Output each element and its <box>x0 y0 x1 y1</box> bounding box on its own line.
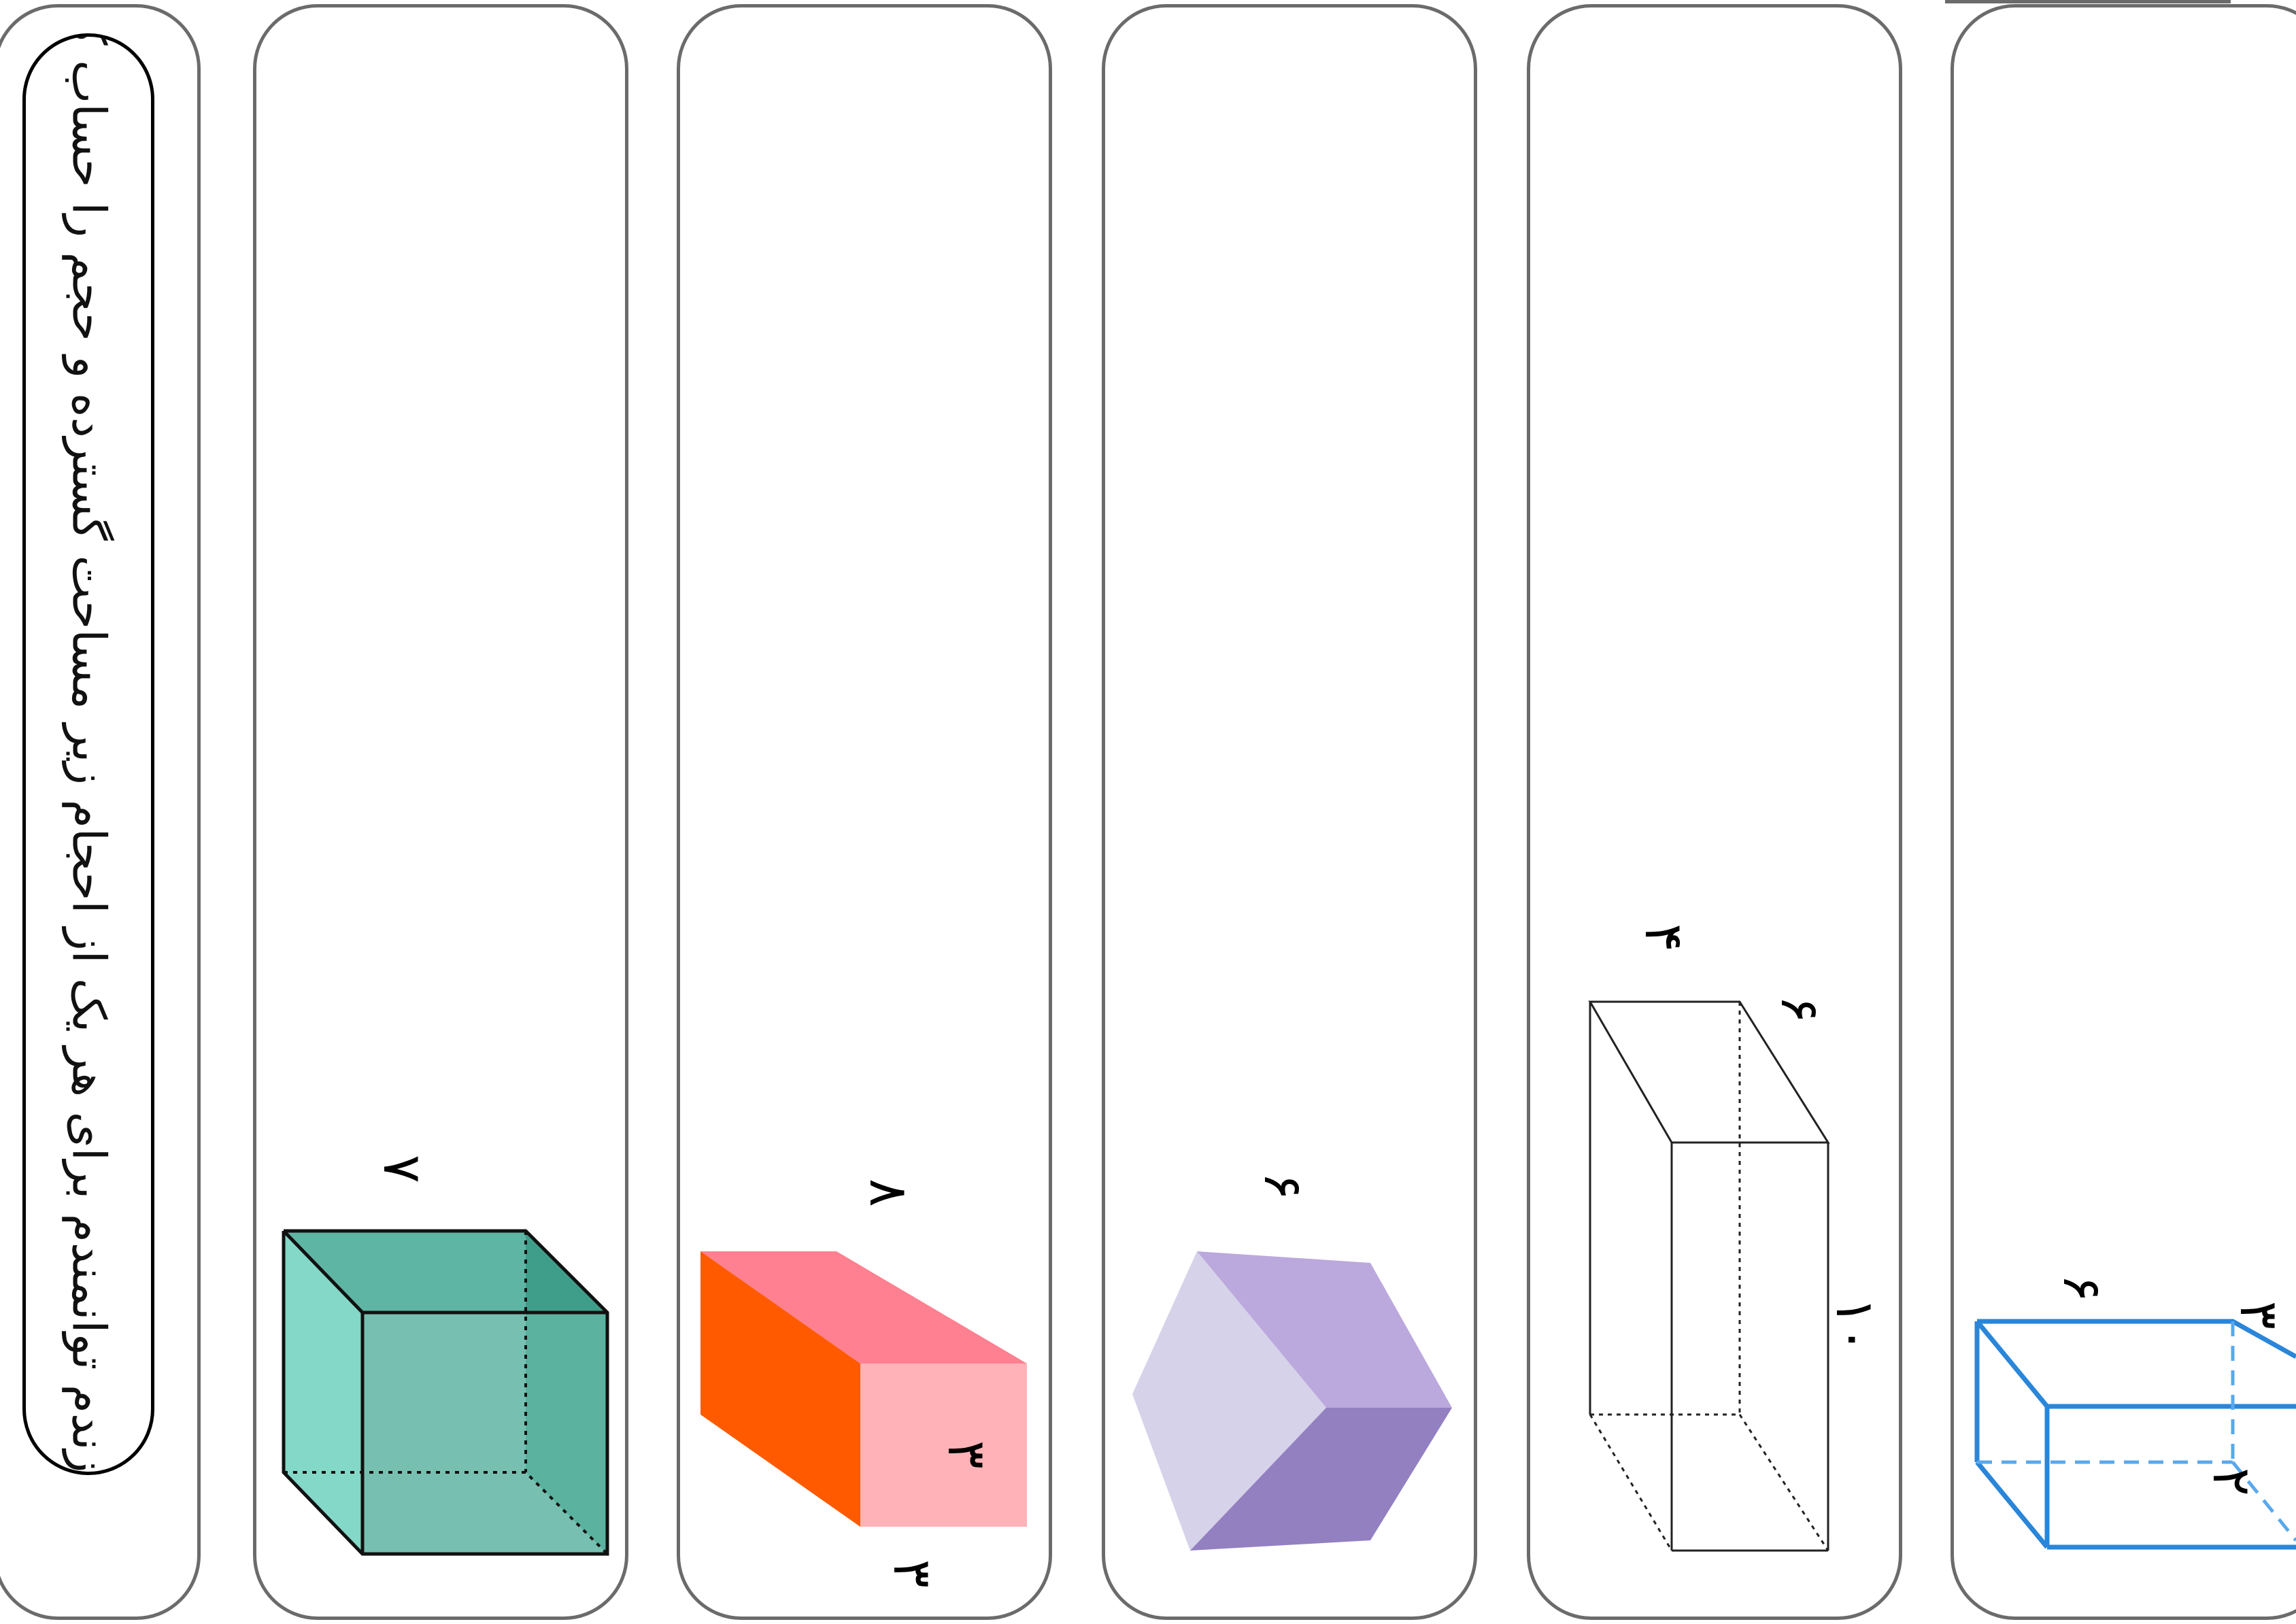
pink-prism-length-label: ۸ <box>857 1179 919 1207</box>
instruction-box: فرزندم توانمندم برای هر یک از احجام زیر … <box>22 33 154 1475</box>
panel-blue-prism <box>1951 4 2296 1620</box>
title-panel: فرزندم توانمندم برای هر یک از احجام زیر … <box>0 4 201 1620</box>
top-rule <box>1945 0 2231 3</box>
purple-cube-edge-label: ۶ <box>1251 1172 1313 1200</box>
blue-prism-length-label: ۶ <box>2050 1274 2112 1302</box>
blue-prism-shape <box>1974 1319 2296 1550</box>
pink-prism-width-label: ۳ <box>935 1440 997 1469</box>
blue-prism-width-label: ۳ <box>2227 1301 2289 1330</box>
pink-prism-shape <box>700 1251 1027 1527</box>
outline-prism-side-label: ۶ <box>1768 995 1830 1024</box>
pink-prism-height-label: ۳ <box>881 1559 943 1588</box>
outline-prism-shape <box>1588 1000 1830 1552</box>
outline-prism-top-label: ۴ <box>1632 924 1694 952</box>
purple-cube-shape <box>1132 1251 1452 1551</box>
instruction-text: فرزندم توانمندم برای هر یک از احجام زیر … <box>61 33 116 1475</box>
blue-prism-height-label: ۲ <box>2200 1468 2262 1496</box>
green-cube-edge-label: ۷ <box>371 1155 433 1183</box>
green-cube-shape <box>282 1229 609 1556</box>
outline-prism-length-label: ۱۰ <box>1823 1297 1885 1354</box>
